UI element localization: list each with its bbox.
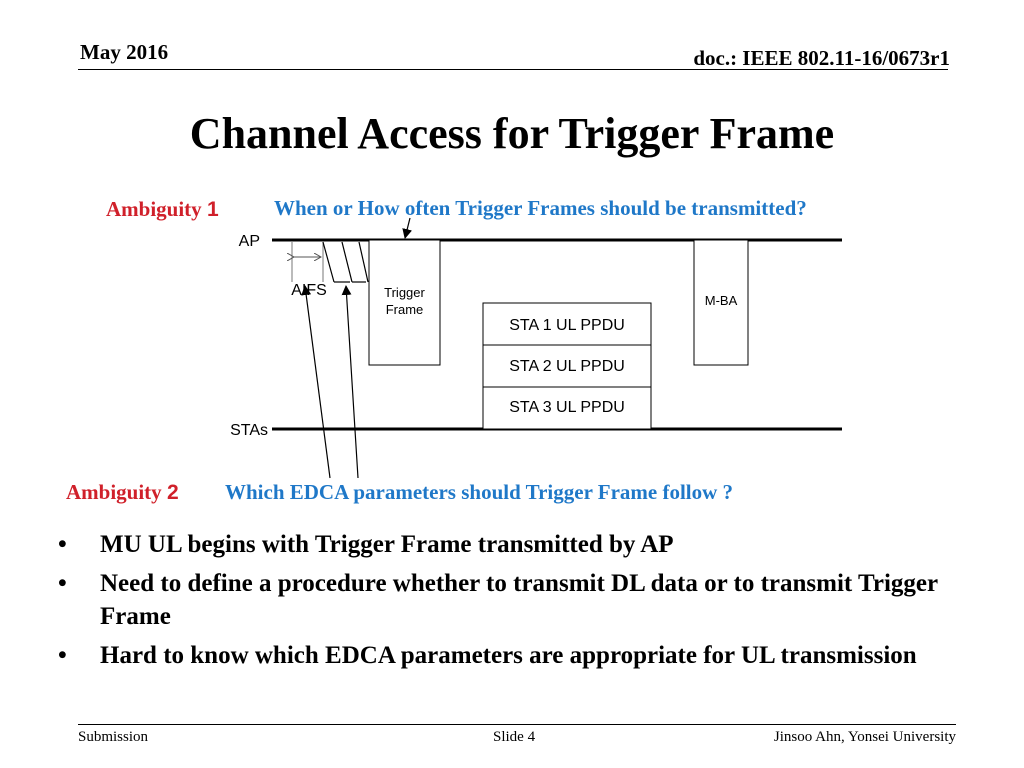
- ambiguity-1-arrow: [402, 217, 413, 239]
- ambiguity-2-number: 2: [166, 481, 179, 504]
- trigger-frame-label-line1: Trigger: [384, 285, 425, 300]
- header-divider: [78, 69, 948, 70]
- bullet-item: • Need to define a procedure whether to …: [58, 567, 978, 633]
- backoff-slot-line: [358, 241, 369, 283]
- backoff-slot-line: [322, 241, 335, 283]
- ambiguity-2-question: Which EDCA parameters should Trigger Fra…: [225, 480, 734, 504]
- bullet-item: • MU UL begins with Trigger Frame transm…: [58, 528, 978, 561]
- stas-label: STAs: [230, 422, 268, 439]
- bullet-text: MU UL begins with Trigger Frame transmit…: [100, 531, 674, 558]
- slide-title: Channel Access for Trigger Frame: [189, 109, 835, 158]
- sta1-ppdu-box: [482, 302, 652, 346]
- sta1-ppdu-label: STA 1 UL PPDU: [509, 317, 625, 334]
- bullet-mark: •: [58, 531, 67, 558]
- footer-divider: [78, 724, 956, 725]
- footer-slide-number: Slide 4: [493, 729, 536, 745]
- mba-label: M-BA: [705, 293, 738, 308]
- sta3-ppdu-label: STA 3 UL PPDU: [509, 399, 625, 416]
- ambiguity-2-arrow-backoff: [341, 285, 359, 479]
- bullet-mark: •: [58, 570, 67, 597]
- ambiguity-1-number: 1: [206, 198, 219, 221]
- trigger-frame-box: [368, 239, 441, 366]
- ambiguity-2-label: Ambiguity 2: [66, 480, 179, 504]
- header-doc-id: doc.: IEEE 802.11-16/0673r1: [693, 46, 950, 70]
- bullet-mark: •: [58, 642, 67, 669]
- backoff-slot-line: [341, 241, 353, 283]
- mba-box: [693, 239, 749, 366]
- ambiguity-2-arrow-aifs: [301, 285, 331, 479]
- aifs-label: AIFS: [291, 282, 327, 299]
- bullet-item: • Hard to know which EDCA parameters are…: [58, 639, 978, 672]
- footer-submission: Submission: [78, 729, 149, 745]
- trigger-frame-label-line2: Frame: [386, 302, 424, 317]
- sta3-ppdu-box: [482, 386, 652, 430]
- header-date: May 2016: [80, 40, 169, 64]
- bullet-text: Hard to know which EDCA parameters are a…: [100, 642, 917, 669]
- ap-label: AP: [239, 233, 260, 250]
- bullet-list: • MU UL begins with Trigger Frame transm…: [58, 528, 978, 678]
- sta2-ppdu-label: STA 2 UL PPDU: [509, 358, 625, 375]
- sta2-ppdu-box: [482, 344, 652, 388]
- ambiguity-1-label: Ambiguity 1: [106, 197, 219, 221]
- bullet-text: Need to define a procedure whether to tr…: [100, 570, 938, 630]
- ambiguity-1-question: When or How often Trigger Frames should …: [274, 196, 807, 220]
- footer-author: Jinsoo Ahn, Yonsei University: [773, 729, 956, 745]
